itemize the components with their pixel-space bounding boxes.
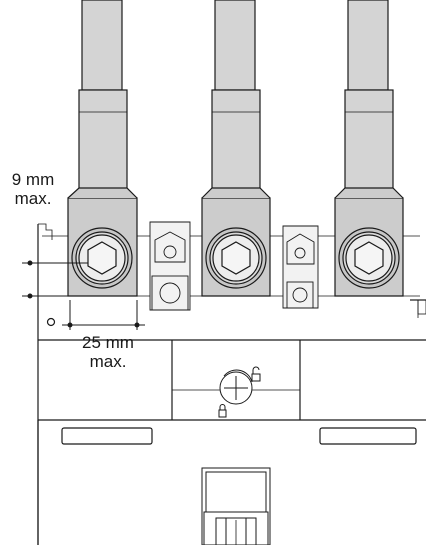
horizontal-value: 25 mm <box>82 333 134 352</box>
cable-3 <box>334 0 404 297</box>
hexagon-bolt-icon <box>87 241 117 275</box>
cable-1 <box>67 0 138 297</box>
screw-head-icon <box>292 287 308 303</box>
aux-terminal-2 <box>282 225 319 309</box>
horizontal-qualifier: max. <box>89 352 127 371</box>
screw-head-icon <box>159 282 181 304</box>
dimension-vertical <box>22 260 88 299</box>
toggle-switch-icon <box>201 467 271 546</box>
center-control <box>218 366 261 418</box>
hexagon-bolt-icon <box>354 241 384 275</box>
dimension-horizontal <box>62 300 145 330</box>
dimension-label-horizontal: 25 mm max. <box>62 333 154 371</box>
padlock-closed-icon <box>218 409 227 418</box>
dimension-label-vertical: 9 mm max. <box>4 170 62 208</box>
padlock-open-icon <box>251 373 261 382</box>
hexagon-bolt-icon <box>221 241 251 275</box>
aux-terminal-1 <box>149 221 191 311</box>
housing-hole-icon <box>46 317 56 327</box>
vertical-qualifier: max. <box>14 189 52 208</box>
cable-2 <box>201 0 271 297</box>
vertical-value: 9 mm <box>11 170 55 189</box>
